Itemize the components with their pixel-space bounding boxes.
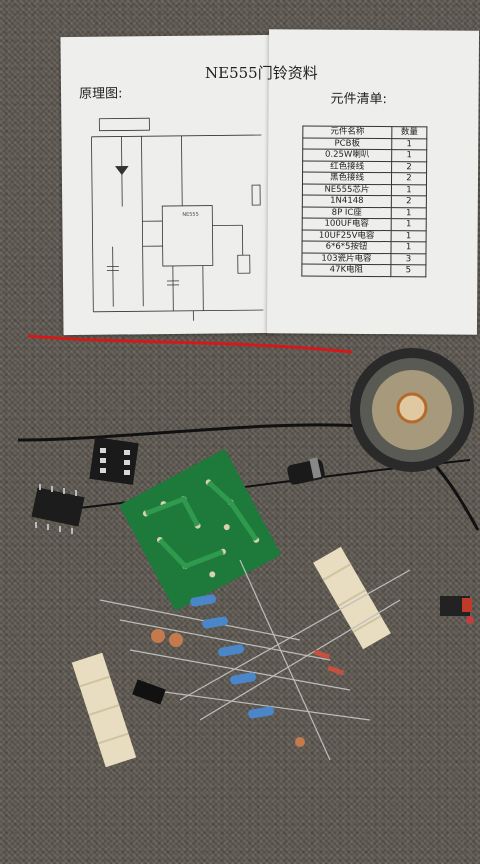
resistor-icons (190, 594, 275, 719)
tape-strip-left (71, 652, 137, 768)
ne555-chip-icon (31, 484, 85, 534)
circuit-schematic: NE555 (91, 117, 264, 321)
component-leads (99, 559, 411, 761)
ceramic-capacitor-icons (151, 629, 305, 747)
svg-text:NE555: NE555 (182, 212, 199, 218)
speaker-icon (350, 348, 474, 472)
tape-strip-right (313, 546, 391, 650)
red-wire (27, 334, 353, 354)
electrolytic-capacitor-icon (287, 457, 325, 485)
black-component-icon (132, 679, 166, 705)
push-button-icon (440, 596, 474, 624)
document-title: NE555门铃资料 (205, 64, 318, 82)
schematic-sheet: 原理图: NE5 (60, 34, 276, 336)
green-pcb-icon (118, 448, 282, 612)
ic-socket-icon (89, 437, 139, 485)
black-wire (17, 423, 480, 531)
diode-icons (313, 649, 345, 676)
